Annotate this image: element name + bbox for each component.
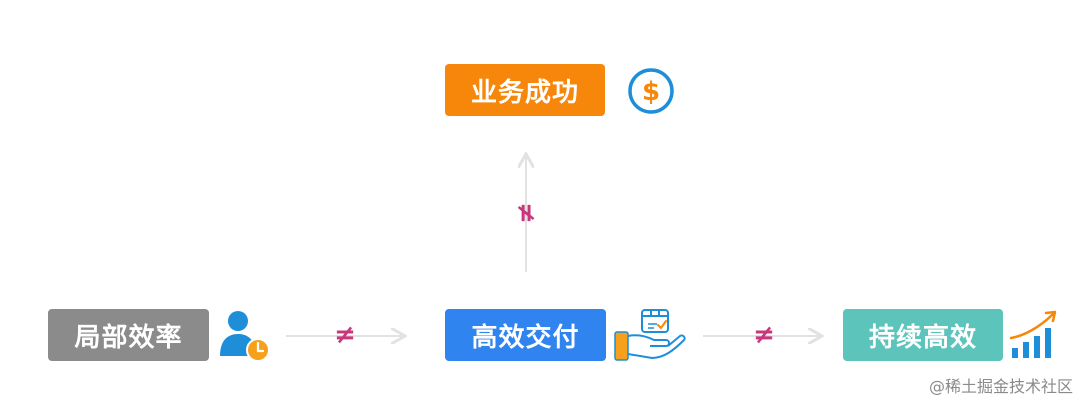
node-local-efficiency: 局部效率: [48, 309, 209, 361]
not-equal-sign-up: ≠: [511, 202, 541, 224]
node-business-success: 业务成功: [445, 64, 605, 116]
not-equal-sign-left: ≠: [334, 320, 356, 350]
node-efficient-delivery: 高效交付: [445, 309, 606, 361]
node-sustained-efficiency: 持续高效: [843, 309, 1003, 361]
watermark: @稀土掘金技术社区: [928, 377, 1073, 396]
hand-package-icon: [614, 309, 686, 361]
user-clock-icon: [220, 311, 270, 362]
growth-chart-icon: [1009, 310, 1057, 358]
dollar-circle-icon: $: [628, 68, 674, 114]
not-equal-sign-right: ≠: [753, 320, 775, 350]
svg-text:$: $: [642, 77, 660, 107]
